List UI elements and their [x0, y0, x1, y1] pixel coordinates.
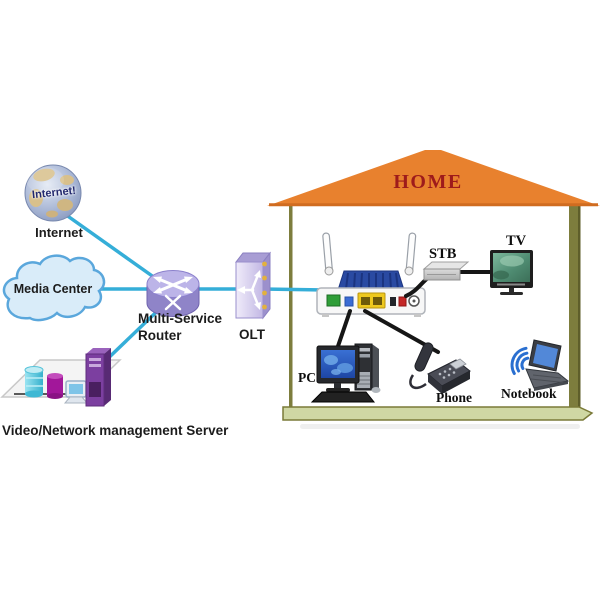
console-monitor — [63, 380, 89, 404]
home-title: HOME — [393, 171, 463, 193]
link-olt-ont — [261, 287, 327, 292]
phone-label: Phone — [436, 390, 473, 405]
router-icon — [146, 270, 200, 317]
database-cylinder-cyan — [24, 366, 44, 398]
server-label: Video/Network management Server — [2, 423, 229, 438]
cloud-icon — [2, 254, 106, 322]
phone-cord — [409, 374, 427, 390]
pc-monitor — [316, 345, 360, 392]
pc-keyboard — [310, 391, 376, 403]
router-arrows — [159, 278, 187, 292]
olt-label: OLT — [239, 327, 265, 342]
phone-handset — [414, 342, 434, 372]
pc-mouse — [371, 387, 381, 393]
olt-icon — [234, 251, 272, 320]
phone-icon — [409, 342, 471, 394]
tv-icon — [490, 250, 533, 295]
ont-ports — [326, 292, 420, 309]
wifi-icon — [510, 346, 530, 375]
server-icon — [0, 348, 122, 407]
pc-label: PC — [298, 370, 316, 385]
house-floor — [282, 406, 594, 421]
ont-top-ridges — [345, 272, 399, 290]
media-center-label: Media Center — [13, 282, 93, 296]
stb-label: STB — [429, 246, 457, 262]
ont-port-green — [326, 294, 341, 307]
house-left-wall — [289, 206, 293, 407]
house — [267, 150, 600, 429]
ont-port-red — [398, 296, 407, 307]
olt-ports-dots — [262, 261, 267, 310]
notebook-icon — [525, 339, 570, 391]
ont-icon — [316, 232, 426, 317]
home-cables — [334, 270, 498, 354]
database-cylinder-magenta — [47, 373, 63, 399]
stb-icon — [422, 261, 470, 281]
phone-display — [449, 358, 467, 370]
router-arrowheads — [153, 276, 193, 294]
pc-icon — [310, 343, 381, 403]
ont-port-blue — [344, 296, 354, 307]
house-roof — [267, 150, 600, 206]
notebook-screen — [533, 344, 558, 368]
router-label: Multi-Service Router — [138, 311, 223, 343]
phone-keypad — [438, 367, 456, 379]
notebook-label: Notebook — [501, 386, 557, 401]
floor-shadow — [300, 424, 580, 429]
internet-label: Internet — [35, 225, 83, 240]
router-front-x — [164, 294, 182, 311]
olt-arrowheads — [237, 270, 261, 310]
ont-port-black — [390, 297, 396, 306]
tv-label: TV — [506, 233, 527, 249]
house-right-wall — [569, 206, 578, 412]
house-right-wall-edge — [578, 206, 581, 412]
server-tower — [85, 348, 111, 407]
globe-icon — [24, 164, 82, 222]
cable-ont-pc — [334, 309, 352, 354]
